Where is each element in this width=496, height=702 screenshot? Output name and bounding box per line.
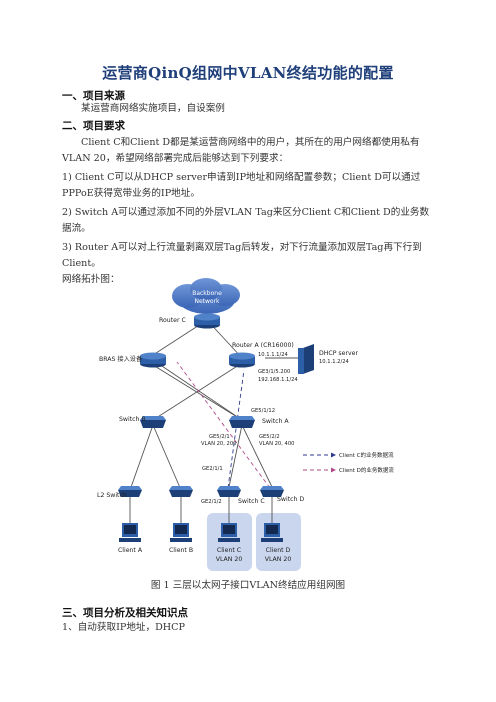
backbone-cloud-icon: Backbone Network bbox=[172, 278, 240, 314]
dhcp-server-label: DHCP server bbox=[319, 350, 358, 357]
section-3-item-1: 1、自动获取IP地址，DHCP bbox=[62, 622, 185, 633]
router-a-label: Router A (CR16000) bbox=[232, 342, 294, 349]
switch-b-icon bbox=[140, 416, 166, 428]
router-a-port: GE3/1/5.200 bbox=[258, 369, 290, 375]
client-a-label: Client A bbox=[118, 547, 143, 554]
l2-switch-icon bbox=[118, 486, 142, 497]
router-c-label: Router C bbox=[159, 317, 186, 324]
client-d-flow-line bbox=[176, 361, 271, 489]
section-heading-3: 三、项目分析及相关知识点 bbox=[62, 607, 188, 619]
section-heading-1: 一、项目来源 bbox=[62, 90, 125, 102]
switch-a-label: Switch A bbox=[262, 418, 289, 425]
client-d-computer-icon bbox=[261, 523, 283, 542]
switch-c-label: Switch C bbox=[238, 498, 265, 505]
page-title: 运营商QinQ组网中VLAN终结功能的配置 bbox=[102, 64, 394, 82]
l2-switch-label: L2 Switch bbox=[97, 492, 127, 499]
router-a-ip: 10.1.1.1/24 bbox=[258, 352, 288, 358]
switch-c-icon bbox=[217, 486, 241, 497]
legend-client-c: Client C的业务数据流 bbox=[339, 451, 394, 459]
bras-label: BRAS 接入设备 bbox=[99, 355, 143, 363]
dhcp-server-ip: 10.1.1.2/24 bbox=[319, 359, 349, 365]
legend-client-d: Client D的业务数据流 bbox=[339, 466, 394, 474]
switch-c-uplink-port: GE2/1/1 bbox=[202, 466, 223, 472]
section-heading-2: 二、项目要求 bbox=[62, 120, 125, 132]
dhcp-server-icon bbox=[298, 344, 314, 374]
client-b-computer-icon bbox=[170, 523, 192, 542]
bras-router-icon bbox=[140, 352, 166, 368]
topology-label: 网络拓扑图： bbox=[62, 274, 120, 285]
cloud-label-2: Network bbox=[194, 298, 220, 305]
cloud-label-1: Backbone bbox=[192, 290, 222, 297]
router-a-icon bbox=[229, 352, 255, 368]
switch-a-uplink-port: GE5/1/12 bbox=[251, 408, 275, 414]
switch-a-port-2: GE5/2/2 bbox=[259, 434, 280, 440]
switch-b-label: Switch B bbox=[119, 416, 146, 423]
requirement-1: 1) Client C可以从DHCP server申请到IP地址和网络配置参数；… bbox=[62, 172, 421, 199]
client-c-vlan: VLAN 20 bbox=[216, 556, 243, 563]
switch-a-port-2-vlan: VLAN 20, 400 bbox=[259, 441, 294, 447]
switch-d-icon bbox=[260, 486, 284, 497]
switch-d-label: Switch D bbox=[277, 496, 304, 503]
section-2-intro: Client C和Client D都是某运营商网络中的用户，其所在的用户网络都使… bbox=[62, 137, 420, 164]
switch-c-downlink-port: GE2/1/2 bbox=[201, 499, 222, 505]
switch-a-port-1: GE5/2/1 bbox=[209, 434, 230, 440]
client-b-label: Client B bbox=[169, 547, 193, 554]
switch-a-port-1-vlan: VLAN 20, 200 bbox=[201, 441, 236, 447]
client-c-flow-line bbox=[227, 369, 245, 489]
figure-caption: 图 1 三层以太网子接口VLAN终结应用组网图 bbox=[150, 580, 346, 591]
client-c-label: Client C bbox=[217, 547, 241, 554]
section-1-text: 某运营商网络实施项目，自设案例 bbox=[81, 103, 225, 114]
flow-legend: Client C的业务数据流 Client D的业务数据流 bbox=[303, 451, 394, 474]
switch-client-b-icon bbox=[169, 486, 193, 497]
switch-a-icon bbox=[229, 416, 255, 428]
router-a-port-ip: 192.168.1.1/24 bbox=[258, 377, 298, 383]
router-c-icon bbox=[194, 313, 220, 329]
requirement-2: 2) Switch A可以通过添加不同的外层VLAN Tag来区分Client … bbox=[62, 207, 430, 234]
client-a-computer-icon bbox=[119, 523, 141, 542]
client-d-vlan: VLAN 20 bbox=[265, 556, 292, 563]
client-c-computer-icon bbox=[218, 523, 240, 542]
client-d-label: Client D bbox=[266, 547, 291, 554]
requirement-3: 3) Router A可以对上行流量剥离双层Tag后转发，对下行流量添加双层Ta… bbox=[62, 242, 422, 269]
